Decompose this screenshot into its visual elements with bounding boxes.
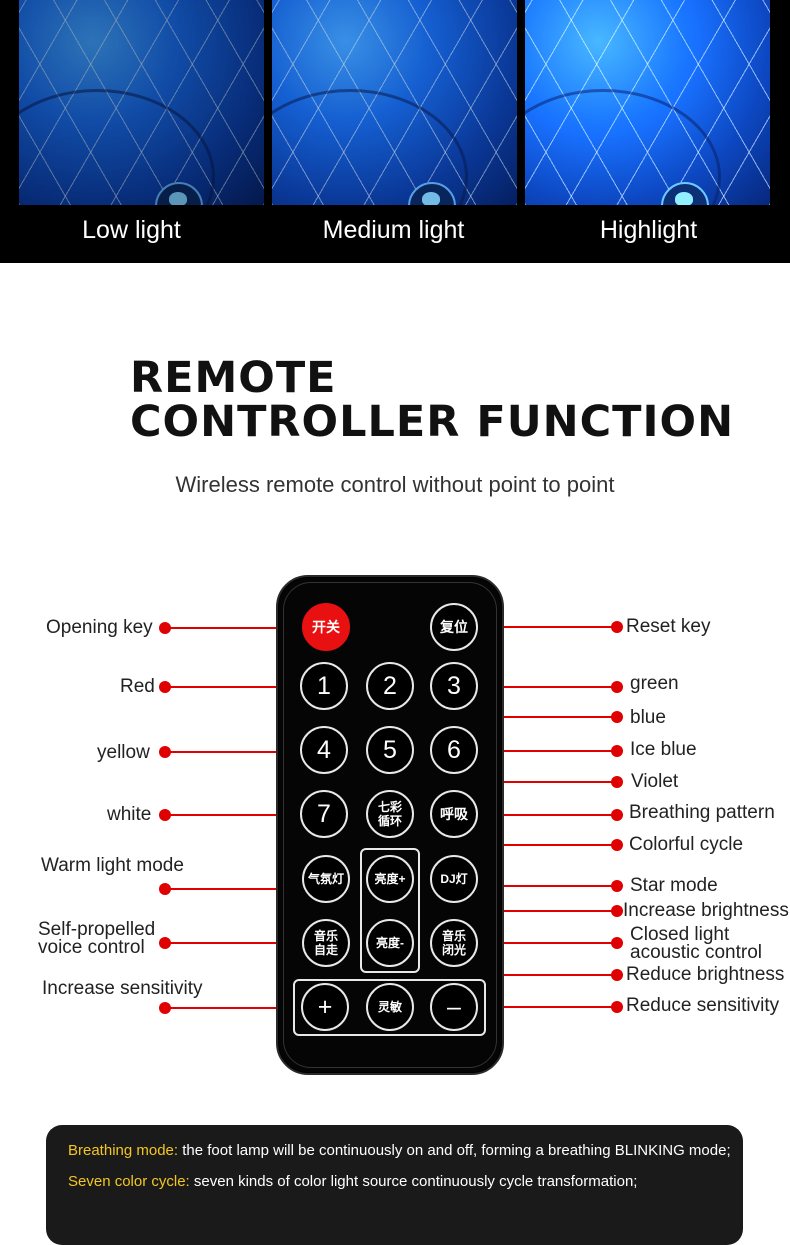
logo-icon: [661, 182, 709, 205]
high-light-image: [525, 0, 770, 205]
button-5[interactable]: 5: [366, 726, 414, 774]
label-colorful-cycle: Colorful cycle: [629, 834, 744, 855]
desc-line-1: Breathing mode: the foot lamp will be co…: [68, 1142, 731, 1159]
plus-button[interactable]: +: [301, 983, 349, 1031]
seven-color-cycle-button[interactable]: 七彩 循环: [366, 790, 414, 838]
button-2[interactable]: 2: [366, 662, 414, 710]
label-self-propelled-line2: voice control: [38, 937, 145, 958]
atmosphere-light-button[interactable]: 气氛灯: [302, 855, 350, 903]
label-self-propelled: Self-propelled voice control: [38, 919, 156, 958]
brightness-up-button[interactable]: 亮度+: [366, 855, 414, 903]
label-warm-light: Warm light mode: [41, 855, 184, 876]
music-auto-button[interactable]: 音乐 自走: [302, 919, 350, 967]
brightness-strip: Low light Medium light Highlight: [0, 0, 790, 263]
button-3[interactable]: 3: [430, 662, 478, 710]
label-star-mode: Star mode: [630, 875, 718, 896]
sensitivity-button[interactable]: 灵敏: [366, 983, 414, 1031]
label-opening-key: Opening key: [46, 617, 153, 638]
minus-button[interactable]: –: [430, 983, 478, 1031]
label-reduce-brightness: Reduce brightness: [626, 964, 785, 985]
desc-text-seven-color: seven kinds of color light source contin…: [193, 1173, 638, 1190]
desc-line-2: Seven color cycle: seven kinds of color …: [68, 1173, 637, 1190]
label-reset-key: Reset key: [626, 616, 711, 637]
section-title: REMOTE CONTROLLER FUNCTION: [130, 356, 734, 444]
button-6[interactable]: 6: [430, 726, 478, 774]
label-reduce-sensitivity: Reduce sensitivity: [626, 995, 780, 1016]
caption-low: Low light: [82, 216, 181, 244]
reset-button[interactable]: 复位: [430, 603, 478, 651]
button-7[interactable]: 7: [300, 790, 348, 838]
label-green: green: [630, 673, 679, 694]
power-button[interactable]: 开关: [302, 603, 350, 651]
title-line-1: REMOTE: [130, 353, 337, 403]
label-red: Red: [120, 676, 155, 697]
button-1[interactable]: 1: [300, 662, 348, 710]
brightness-down-button[interactable]: 亮度-: [366, 919, 414, 967]
logo-icon: [155, 182, 203, 205]
dj-light-button[interactable]: DJ灯: [430, 855, 478, 903]
label-increase-sensitivity: Increase sensitivity: [42, 978, 203, 999]
label-self-propelled-line1: Self-propelled: [38, 919, 156, 940]
label-closed-light: Closed light acoustic control: [630, 924, 763, 963]
caption-medium: Medium light: [322, 216, 465, 244]
medium-light-image: [272, 0, 517, 205]
desc-key-breathing: Breathing mode:: [68, 1142, 179, 1159]
label-increase-brightness: Increase brightness: [623, 900, 789, 921]
sensitivity-group: [293, 979, 486, 1036]
label-closed-light-line1: Closed light: [630, 924, 730, 945]
label-closed-light-line2: acoustic control: [630, 942, 763, 963]
label-yellow: yellow: [97, 742, 150, 763]
description-panel: Breathing mode: the foot lamp will be co…: [46, 1125, 743, 1245]
low-light-image: [19, 0, 264, 205]
breathing-button[interactable]: 呼吸: [430, 790, 478, 838]
music-off-button[interactable]: 音乐 闭光: [430, 919, 478, 967]
desc-text-breathing: the foot lamp will be continuously on an…: [182, 1142, 731, 1159]
desc-key-seven-color: Seven color cycle:: [68, 1173, 190, 1190]
label-violet: Violet: [631, 771, 679, 792]
label-ice-blue: Ice blue: [630, 739, 697, 760]
subtitle: Wireless remote control without point to…: [175, 472, 615, 497]
title-line-2: CONTROLLER FUNCTION: [130, 397, 735, 447]
caption-high: Highlight: [599, 216, 698, 244]
button-4[interactable]: 4: [300, 726, 348, 774]
brightness-group: [360, 848, 420, 973]
label-blue: blue: [630, 707, 666, 728]
label-white: white: [107, 804, 152, 825]
label-breathing-pattern: Breathing pattern: [629, 802, 775, 823]
